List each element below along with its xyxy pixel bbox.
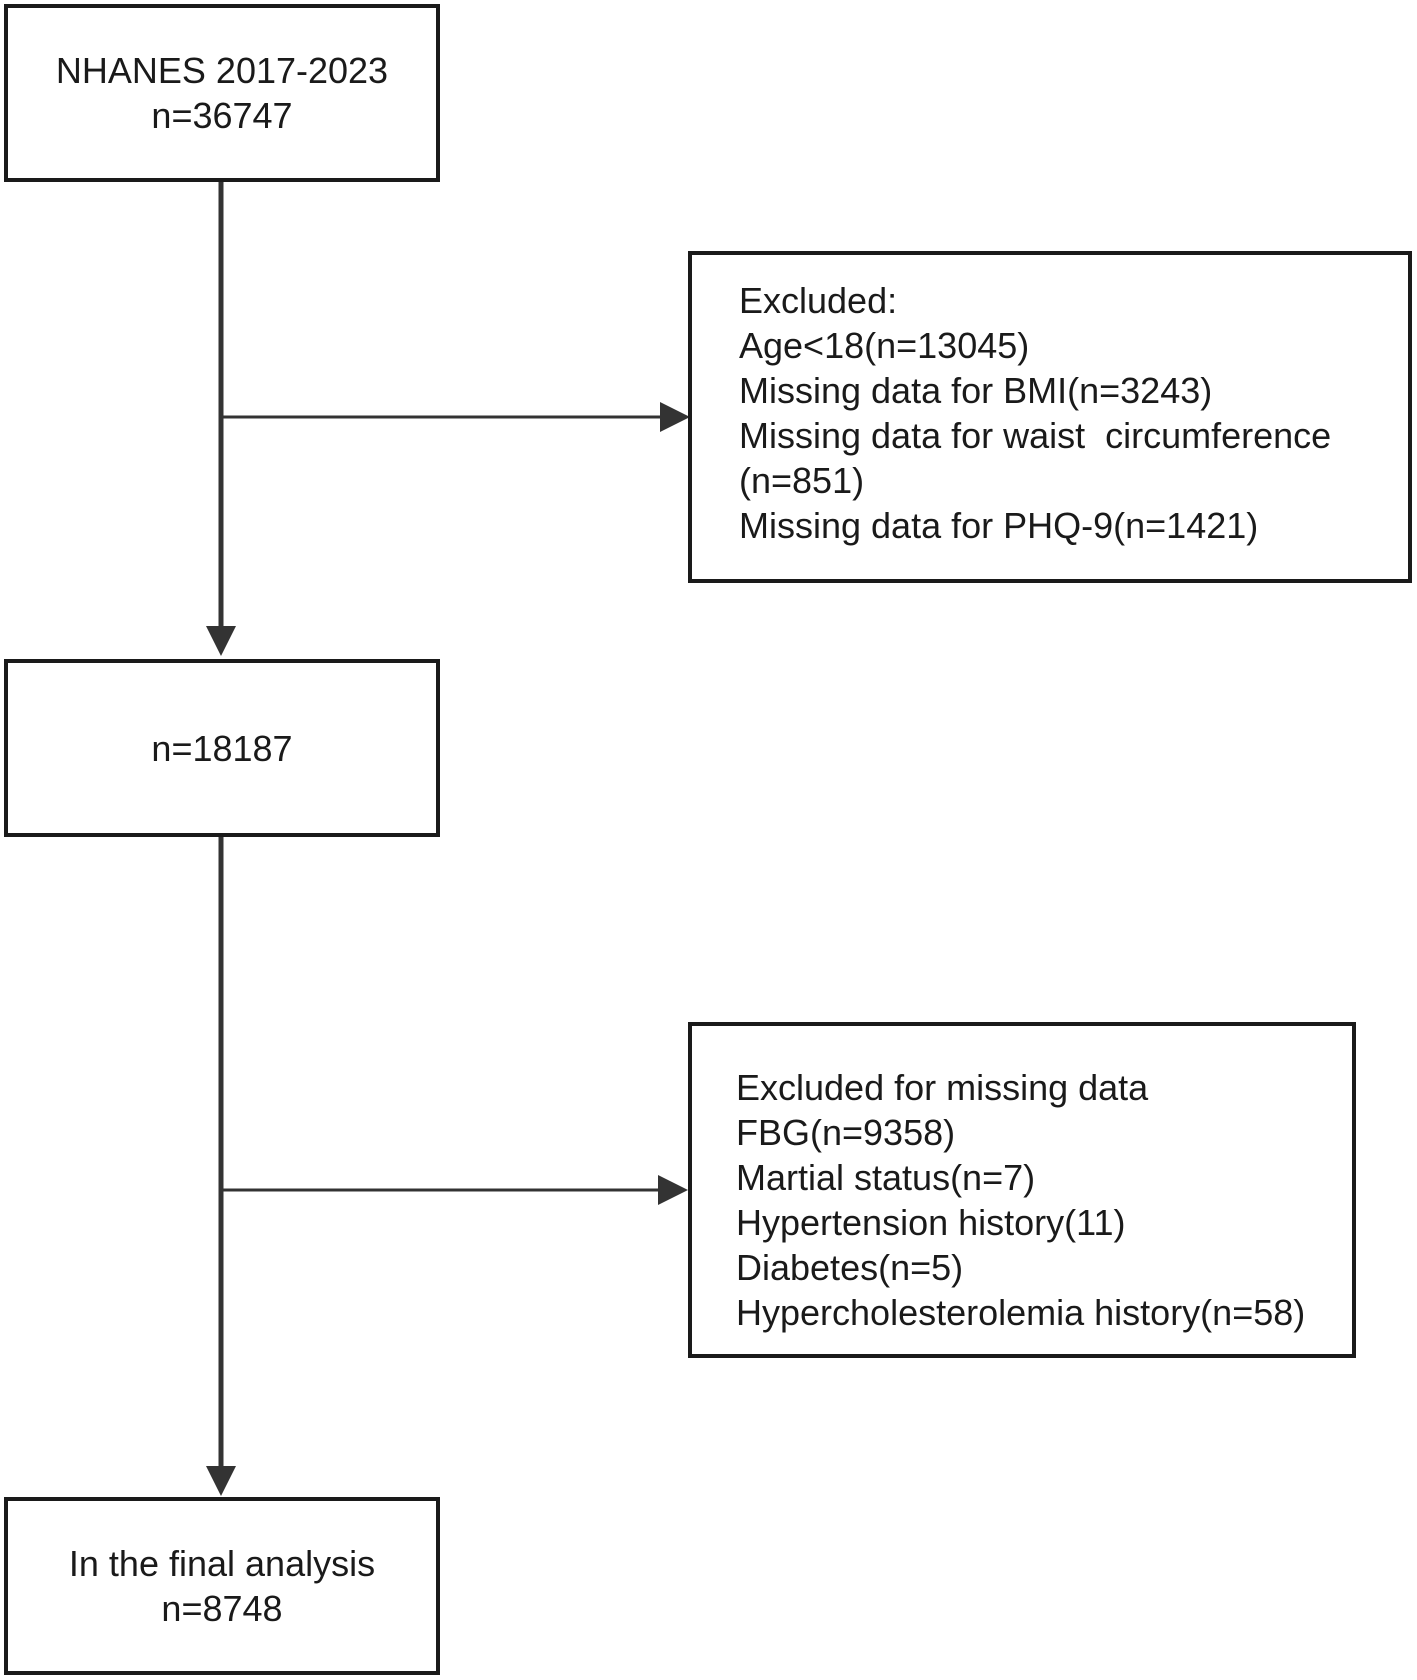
start-box-line-2: n=36747 bbox=[151, 95, 293, 136]
final-box-label: In the final analysis n=8748 bbox=[8, 1541, 436, 1631]
exclusion-box-2: Excluded for missing data FBG(n=9358) Ma… bbox=[688, 1022, 1356, 1358]
exclusion-box-1-label: Excluded: Age<18(n=13045) Missing data f… bbox=[739, 278, 1331, 548]
final-box-line-2: n=8748 bbox=[161, 1588, 283, 1629]
arrowhead-down-1 bbox=[206, 626, 236, 656]
start-box-line-1: NHANES 2017-2023 bbox=[55, 50, 389, 91]
start-box: NHANES 2017-2023 n=36747 bbox=[4, 4, 440, 182]
exclusion1-line-6: Missing data for PHQ-9(n=1421) bbox=[739, 505, 1259, 546]
exclusion1-line-5: (n=851) bbox=[739, 460, 865, 501]
middle-box-line-1: n=18187 bbox=[151, 728, 293, 769]
exclusion1-line-4: Missing data for waist circumference bbox=[739, 415, 1332, 456]
exclusion1-line-2: Age<18(n=13045) bbox=[739, 325, 1030, 366]
exclusion2-line-4: Hypertension history(11) bbox=[736, 1202, 1126, 1243]
arrowhead-down-2 bbox=[206, 1466, 236, 1496]
exclusion2-line-2: FBG(n=9358) bbox=[736, 1112, 956, 1153]
exclusion2-line-6: Hypercholesterolemia history(n=58) bbox=[736, 1292, 1306, 1333]
exclusion1-line-1: Excluded: bbox=[739, 280, 898, 321]
arrowhead-right-2 bbox=[658, 1175, 688, 1205]
final-box: In the final analysis n=8748 bbox=[4, 1497, 440, 1675]
middle-box: n=18187 bbox=[4, 659, 440, 837]
final-box-line-1: In the final analysis bbox=[68, 1543, 376, 1584]
exclusion2-line-1: Excluded for missing data bbox=[736, 1067, 1149, 1108]
middle-box-label: n=18187 bbox=[8, 726, 436, 771]
exclusion2-line-5: Diabetes(n=5) bbox=[736, 1247, 964, 1288]
start-box-label: NHANES 2017-2023 n=36747 bbox=[8, 48, 436, 138]
arrowhead-right-1 bbox=[660, 402, 690, 432]
exclusion-box-2-label: Excluded for missing data FBG(n=9358) Ma… bbox=[736, 1065, 1305, 1335]
exclusion2-line-3: Martial status(n=7) bbox=[736, 1157, 1036, 1198]
exclusion-box-1: Excluded: Age<18(n=13045) Missing data f… bbox=[688, 251, 1412, 583]
exclusion1-line-3: Missing data for BMI(n=3243) bbox=[739, 370, 1213, 411]
